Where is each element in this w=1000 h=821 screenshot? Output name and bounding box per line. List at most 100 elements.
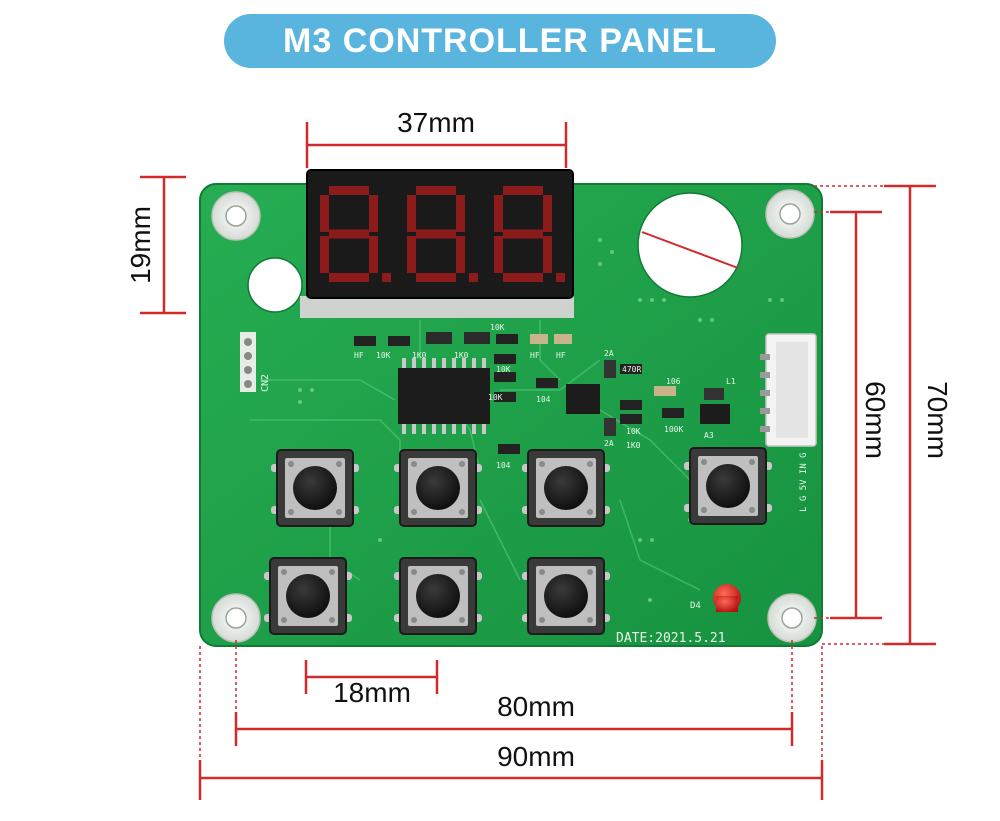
button-rivet — [539, 569, 545, 575]
svg-text:1K0: 1K0 — [412, 351, 427, 360]
dim-display-width: 37mm — [397, 107, 475, 138]
button-cap[interactable] — [286, 574, 330, 618]
svg-text:2A: 2A — [604, 349, 614, 358]
segment-2-4 — [416, 273, 456, 282]
dim-board-height: 70mm — [922, 381, 953, 459]
button-cap[interactable] — [416, 466, 460, 510]
button-rivet — [281, 617, 287, 623]
dim-button-pitch: 18mm — [333, 677, 411, 708]
button-cap[interactable] — [544, 574, 588, 618]
button-cap[interactable] — [416, 574, 460, 618]
led-label: D4 — [690, 601, 701, 611]
svg-text:106: 106 — [666, 377, 681, 386]
segment-3-2 — [543, 195, 552, 232]
mounting-hole-bottom-right — [767, 593, 817, 643]
button-rivet — [329, 569, 335, 575]
button-rivet — [539, 509, 545, 515]
svg-text:100K: 100K — [664, 425, 683, 434]
tactile-buttons — [264, 447, 772, 635]
svg-text:10K: 10K — [496, 365, 511, 374]
board-cutout-large — [637, 192, 743, 298]
button-rivet — [587, 617, 593, 623]
tactile-button-7[interactable] — [522, 557, 610, 635]
segment-1-4 — [329, 273, 369, 282]
svg-text:L1: L1 — [726, 377, 736, 386]
segment-2-2 — [456, 195, 465, 232]
pin-header-cn2 — [240, 332, 256, 392]
svg-text:10K: 10K — [626, 427, 641, 436]
button-rivet — [288, 461, 294, 467]
svg-text:A3: A3 — [704, 431, 714, 440]
tactile-button-4[interactable] — [684, 447, 772, 525]
connector-header — [760, 333, 817, 447]
dim-hole-spacing-v: 60mm — [860, 381, 891, 459]
segment-3-1 — [503, 186, 543, 195]
cutout-diameter-line — [641, 231, 739, 269]
button-rivet — [336, 461, 342, 467]
button-rivet — [459, 569, 465, 575]
title-banner: M3 CONTROLLER PANEL — [224, 14, 776, 68]
svg-text:1K0: 1K0 — [626, 441, 641, 450]
button-rivet — [587, 461, 593, 467]
tactile-button-5[interactable] — [264, 557, 352, 635]
decimal-point-2 — [469, 273, 478, 282]
extension-lines — [199, 185, 884, 760]
button-rivet — [281, 569, 287, 575]
button-rivet — [749, 459, 755, 465]
button-rivet — [701, 507, 707, 513]
segment-1-1 — [329, 186, 369, 195]
button-rivet — [539, 617, 545, 623]
main-ic-chip — [398, 368, 490, 424]
button-rivet — [701, 459, 707, 465]
tactile-button-1[interactable] — [271, 449, 359, 527]
segment-1-2 — [369, 195, 378, 232]
segment-3-3 — [543, 236, 552, 273]
date-label: DATE:2021.5.21 — [616, 631, 726, 646]
segment-1-6 — [320, 195, 329, 232]
svg-text:HF: HF — [556, 351, 566, 360]
tactile-button-3[interactable] — [522, 449, 610, 527]
tactile-button-2[interactable] — [394, 449, 482, 527]
svg-text:104: 104 — [536, 395, 551, 404]
dimension-lines — [140, 122, 936, 800]
mounting-hole-bottom-left — [211, 593, 261, 643]
segment-2-3 — [456, 236, 465, 273]
silkscreen-labels: HF 10K 1K0 1K0 10K HF HF 10K 10K 104 104… — [354, 323, 736, 470]
segment-2-5 — [407, 236, 416, 273]
button-rivet — [459, 617, 465, 623]
decimal-point-3 — [556, 273, 565, 282]
button-rivet — [749, 507, 755, 513]
led-d4 — [713, 584, 741, 612]
button-rivet — [411, 509, 417, 515]
board-cutout-small — [247, 257, 303, 313]
svg-text:470R: 470R — [622, 365, 641, 374]
cn2-label: CN2 — [260, 374, 271, 392]
pcb-vias — [298, 238, 784, 602]
button-rivet — [411, 617, 417, 623]
segment-1-5 — [320, 236, 329, 273]
button-cap[interactable] — [706, 464, 750, 508]
button-rivet — [411, 569, 417, 575]
button-cap[interactable] — [293, 466, 337, 510]
tactile-button-6[interactable] — [394, 557, 482, 635]
button-rivet — [459, 461, 465, 467]
segment-3-4 — [503, 273, 543, 282]
button-rivet — [329, 617, 335, 623]
button-cap[interactable] — [544, 466, 588, 510]
svg-text:104: 104 — [496, 461, 511, 470]
svg-text:10K: 10K — [488, 393, 503, 402]
svg-text:2A: 2A — [604, 439, 614, 448]
segment-2-1 — [416, 186, 456, 195]
dim-display-height: 19mm — [125, 206, 156, 284]
button-rivet — [459, 509, 465, 515]
dim-board-width: 90mm — [497, 741, 575, 772]
segment-1-7 — [329, 229, 369, 239]
dim-hole-spacing-h: 80mm — [497, 691, 575, 722]
button-rivet — [336, 509, 342, 515]
segment-3-5 — [494, 236, 503, 273]
button-rivet — [411, 461, 417, 467]
display-base — [300, 296, 574, 318]
segment-2-6 — [407, 195, 416, 232]
button-rivet — [587, 509, 593, 515]
